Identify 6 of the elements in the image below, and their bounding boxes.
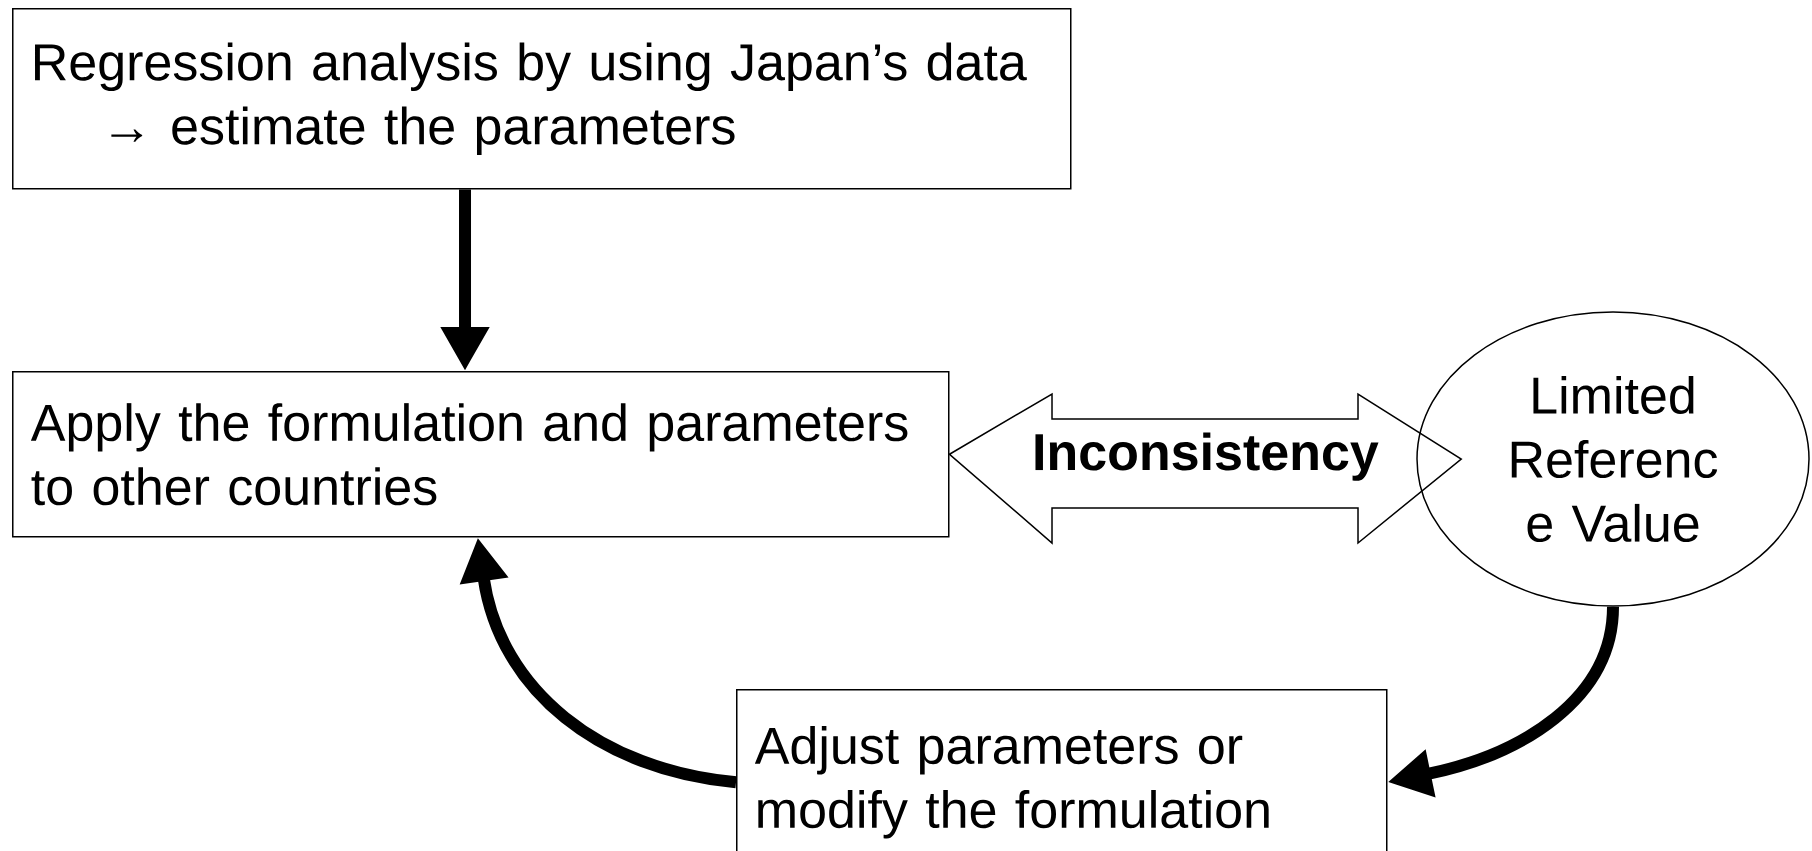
process-box: Apply the formulation and parameters to other countries xyxy=(12,371,950,538)
ellipse-node: Limited Referenc e Value xyxy=(1416,311,1810,607)
process-box: Adjust parameters or modify the formulation xyxy=(736,689,1388,851)
edge-label: Inconsistency xyxy=(1035,432,1379,481)
process-box: Regression analysis by using Japan’s data → estimate the parameters xyxy=(12,8,1072,190)
double-arrow xyxy=(948,392,1463,545)
